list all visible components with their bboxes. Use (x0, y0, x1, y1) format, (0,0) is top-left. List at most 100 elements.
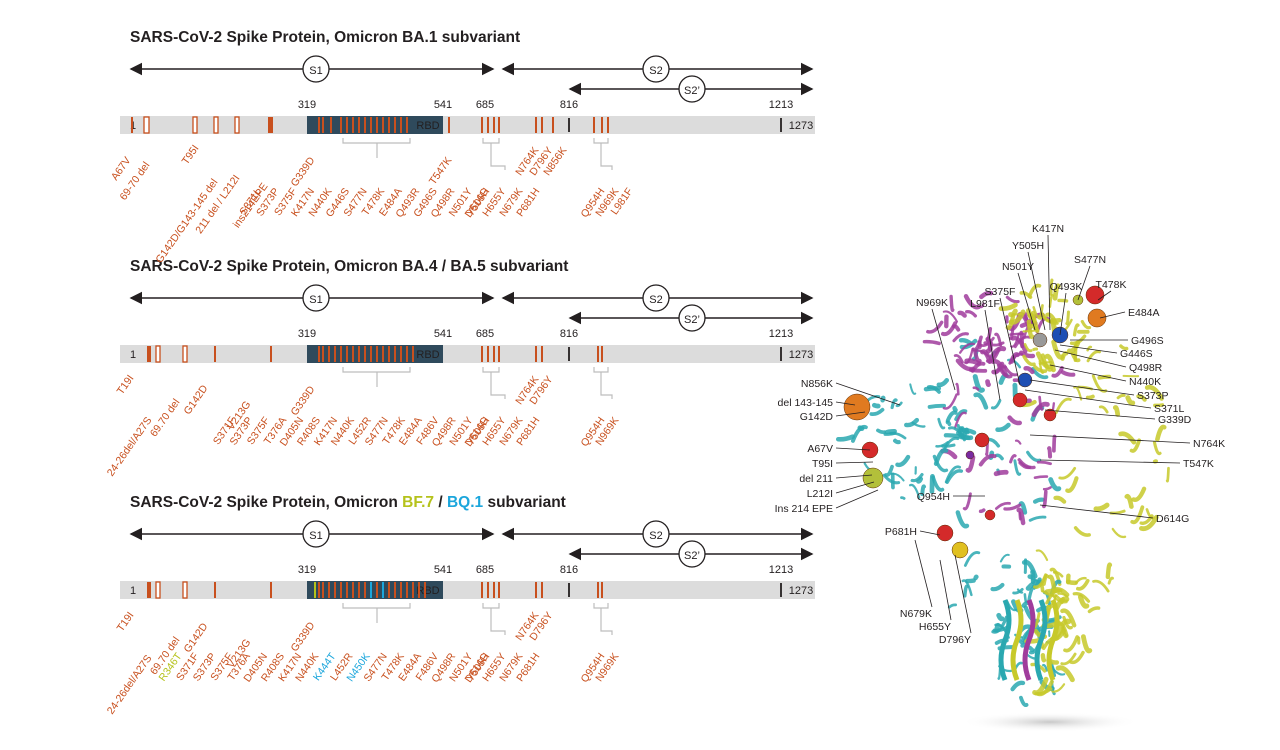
protein-ribbon (973, 574, 979, 581)
structure-label-right: T547K (1183, 458, 1214, 470)
protein-ribbon (1049, 278, 1054, 296)
protein-ribbon (954, 409, 968, 422)
structure-label-top-line (1027, 251, 1046, 331)
protein-ribbon (955, 510, 970, 529)
protein-ribbon (1055, 665, 1075, 683)
structure-label-left-line (919, 530, 941, 536)
structure-label-right-line (1029, 434, 1191, 444)
protein-ribbon (1129, 438, 1142, 453)
mid-mutation-mark (493, 346, 495, 362)
protein-ribbon (1065, 579, 1078, 586)
rbd-mutation-mark (314, 582, 316, 598)
protein-ribbon (1048, 293, 1055, 308)
mid-mutation-mark (487, 582, 489, 598)
protein-ribbon (955, 358, 976, 372)
protein-ribbon (1032, 497, 1045, 504)
s2-mutation-mark (607, 117, 609, 133)
rbd-mutation-mark (346, 582, 348, 598)
bar-start: 1 (130, 585, 136, 597)
mid-mutation-mark (481, 346, 483, 362)
protein-ribbon (959, 338, 978, 350)
s2-mutation-mark (535, 582, 537, 598)
protein-ribbon (1021, 559, 1038, 579)
protein-ribbon (1016, 507, 1026, 526)
protein-ribbon (960, 426, 970, 435)
protein-ribbon (890, 472, 905, 482)
s2-mutation-mark (601, 346, 603, 362)
structure-label-right-line (1024, 389, 1152, 409)
protein-ribbon (1073, 344, 1078, 363)
protein-ribbon (895, 454, 911, 468)
rbd-mutation-mark (352, 582, 354, 598)
protein-ribbon (1069, 650, 1085, 665)
structure-label-left-line (835, 481, 875, 494)
protein-ribbon (922, 339, 941, 346)
protein-ribbon (1086, 350, 1102, 363)
mid-mutation-mark (481, 117, 483, 133)
protein-ribbon (1119, 344, 1129, 351)
s2-mutation-mark (552, 117, 554, 133)
rbd-mutation-mark (376, 117, 378, 133)
protein-ribbon (971, 335, 983, 352)
protein-ribbon (1136, 394, 1147, 402)
protein-ribbon (975, 349, 990, 358)
s2-badge-label: S2 (649, 530, 662, 542)
protein-ribbon (992, 341, 1005, 347)
protein-ribbon (1109, 509, 1126, 515)
protein-ribbon (1118, 431, 1137, 445)
structure-label-left: A67V (807, 443, 833, 455)
spike-bar (120, 581, 815, 599)
rbd-mutation-mark (394, 582, 396, 598)
protein-ribbon (963, 584, 969, 598)
mutation-site-blob (936, 524, 954, 542)
protein-ribbon (979, 290, 994, 300)
protein-ribbon (1124, 493, 1134, 509)
rbd-mutation-mark (388, 346, 390, 362)
protein-ribbon (1044, 353, 1056, 373)
protein-ribbon (929, 474, 935, 494)
protein-ribbon (910, 473, 924, 483)
s2p-badge (678, 75, 706, 103)
structure-label-right-line (1099, 311, 1126, 319)
ntd-mutation-mark (234, 116, 240, 134)
structure-label-left-line (835, 401, 856, 406)
rbd-mutation-mark (382, 117, 384, 133)
protein-ribbon (1152, 440, 1162, 456)
protein-ribbon (1040, 653, 1047, 663)
g339d-label: G339D (289, 384, 318, 418)
rbd-leader (342, 603, 411, 623)
position-number: 541 (434, 564, 452, 576)
protein-ribbon (1085, 394, 1095, 400)
domain-diagrams: S1S2S2’319541685816121311273RBDA67V69-70… (105, 55, 815, 717)
protein-ribbon (1005, 312, 1016, 330)
s2-leader (593, 603, 613, 635)
position-number: 816 (560, 564, 578, 576)
bar-start: 1 (130, 349, 136, 361)
protein-ribbon (972, 386, 980, 391)
structure-label-top-line (931, 308, 956, 391)
ntd-mutation-mark (270, 582, 272, 598)
s2-mutation-mark (541, 582, 543, 598)
protein-ribbon (1047, 446, 1053, 459)
protein-ribbon (1033, 475, 1049, 480)
bf7-label: BF.7 (402, 494, 435, 511)
protein-ribbon (1057, 592, 1069, 598)
rbd-mutation-mark (370, 582, 372, 598)
ntd-mutation-mark (147, 582, 151, 598)
protein-ribbon (963, 551, 981, 567)
protein-ribbon (1048, 477, 1062, 492)
position-number: 1213 (769, 99, 793, 111)
mid-mutation-mark (487, 117, 489, 133)
protein-ribbon (1032, 306, 1043, 320)
protein-ribbon (945, 469, 964, 484)
s2-mutation-mark (593, 117, 595, 133)
structure-label-top: N969K (916, 297, 948, 309)
s2-mutation-mark (541, 117, 543, 133)
rbd-mutation-mark (406, 346, 408, 362)
rbd-mutation-mark (400, 582, 402, 598)
structure-label-right: G496S (1131, 335, 1164, 347)
helix-stalk (1046, 599, 1060, 681)
protein-ribbon (884, 464, 894, 477)
rbd-mutation-mark (340, 117, 342, 133)
protein-ribbon (1023, 365, 1035, 375)
